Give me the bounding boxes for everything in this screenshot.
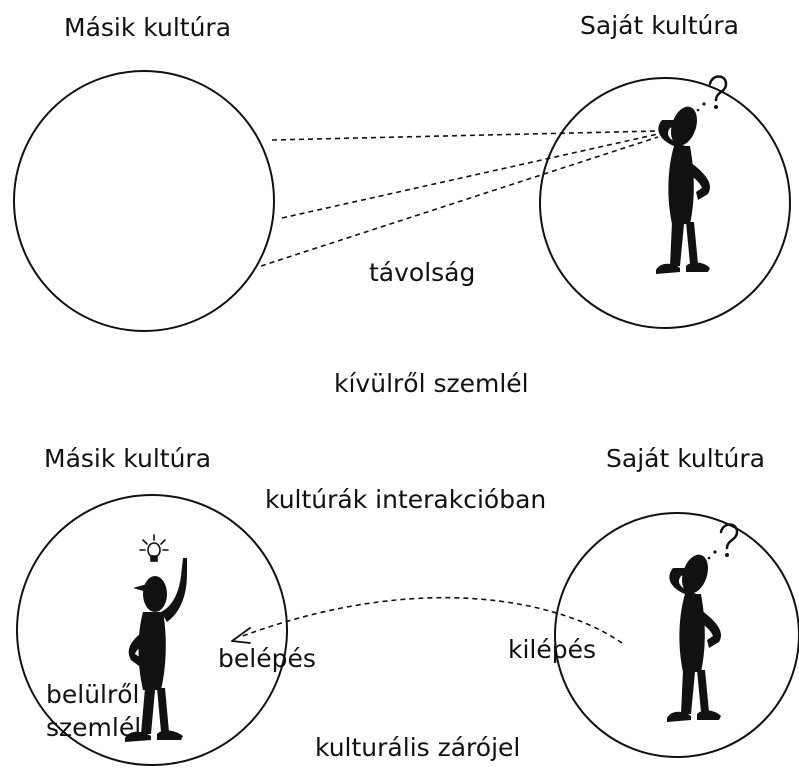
bottom-own-culture-label: Saját kultúra [606,444,765,473]
interaction-label: kultúrák interakcióban [265,485,547,514]
bottom-own-culture-circle [554,512,799,758]
enter-label: belépés [218,644,316,673]
bottom-other-culture-circle [16,494,288,766]
arrow-head [231,627,251,644]
top-own-culture-label: Saját kultúra [580,11,739,40]
distance-label: távolság [369,258,476,287]
exit-label: kilépés [508,635,597,664]
top-other-culture-circle [13,70,275,332]
transition-arc [239,596,623,644]
lightbulb-icon [139,534,169,562]
top-own-culture-circle [539,77,791,329]
bottom-other-culture-label: Másik kultúra [44,444,212,473]
top-other-culture-label: Másik kultúra [64,13,232,42]
confused-figure-top [654,75,728,276]
top-caption: kívülről szemlél [334,369,529,398]
inside-view-line1: belülről [46,680,140,709]
bottom-caption: kulturális zárójel [315,733,521,762]
confused-figure-bottom [665,523,739,724]
inside-view-line2: szemlél [46,713,142,742]
line-of-sight-lines [260,130,659,267]
